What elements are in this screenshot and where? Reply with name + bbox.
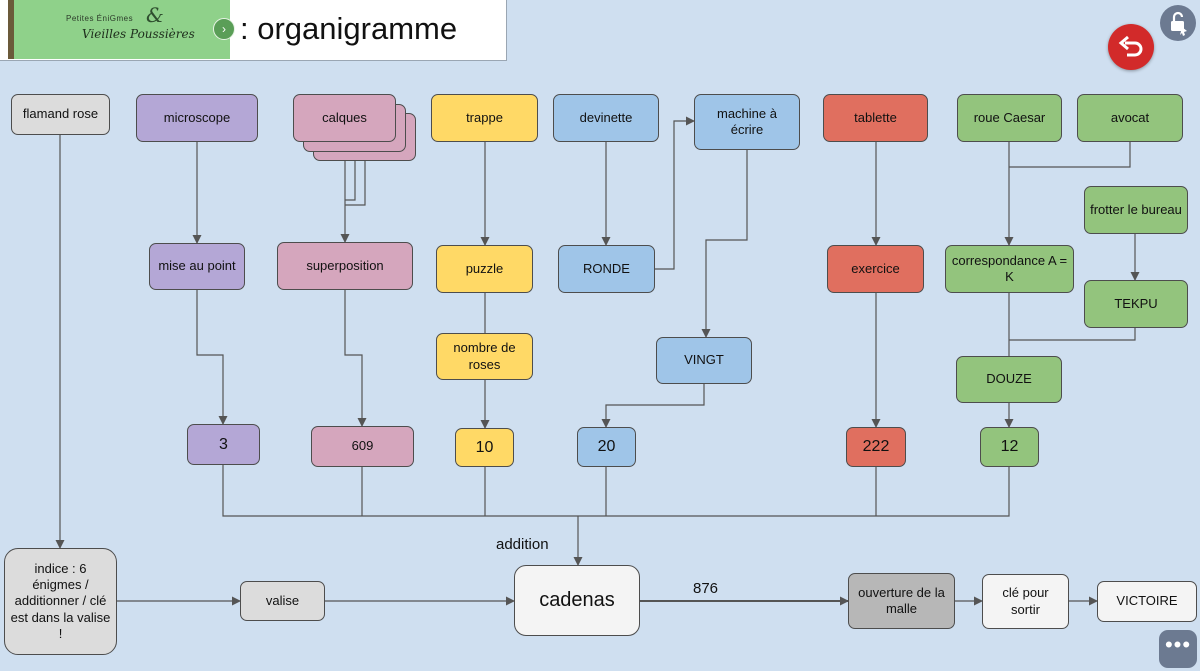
node-machine-a-ecrire[interactable]: machine à écrire xyxy=(694,94,800,150)
node-flamand-rose[interactable]: flamand rose xyxy=(11,94,110,135)
node-value-12[interactable]: 12 xyxy=(980,427,1039,467)
label-addition: addition xyxy=(496,536,549,553)
undo-button[interactable] xyxy=(1108,24,1154,70)
edge-superposition-609 xyxy=(344,289,367,427)
more-options-button[interactable]: ••• xyxy=(1159,630,1197,668)
node-avocat[interactable]: avocat xyxy=(1077,94,1183,142)
node-puzzle[interactable]: puzzle xyxy=(436,245,533,293)
edge-ronde-machine xyxy=(654,116,695,270)
site-logo[interactable]: Petites ÉniGmes & Vieilles Poussières › xyxy=(8,0,235,59)
node-douze[interactable]: DOUZE xyxy=(956,356,1062,403)
node-indice[interactable]: indice : 6 énigmes / additionner / clé e… xyxy=(4,548,117,655)
node-mise-au-point[interactable]: mise au point xyxy=(149,243,245,290)
edge-vingt-20 xyxy=(601,383,705,428)
node-microscope[interactable]: microscope xyxy=(136,94,258,142)
logo-ampersand: & xyxy=(146,3,164,27)
node-correspondance[interactable]: correspondance A = K xyxy=(945,245,1074,293)
node-calques[interactable]: calques xyxy=(293,94,396,142)
edge-mise-3 xyxy=(196,289,228,425)
node-cadenas[interactable]: cadenas xyxy=(514,565,640,636)
node-valise[interactable]: valise xyxy=(240,581,325,621)
node-frotter-le-bureau[interactable]: frotter le bureau xyxy=(1084,186,1188,234)
edge-sum-bus xyxy=(222,465,1010,517)
node-ouverture-de-la-malle[interactable]: ouverture de la malle xyxy=(848,573,955,629)
edge-machine-vingt xyxy=(701,149,748,338)
node-value-3[interactable]: 3 xyxy=(187,424,260,465)
node-value-222[interactable]: 222 xyxy=(846,427,906,467)
node-superposition[interactable]: superposition xyxy=(277,242,413,290)
label-code-876: 876 xyxy=(693,580,719,597)
unlock-icon xyxy=(1171,11,1187,36)
node-value-20[interactable]: 20 xyxy=(577,427,636,467)
node-trappe[interactable]: trappe xyxy=(431,94,538,142)
header-bar: Petites ÉniGmes & Vieilles Poussières › … xyxy=(0,0,507,61)
node-exercice[interactable]: exercice xyxy=(827,245,924,293)
node-value-10[interactable]: 10 xyxy=(455,428,514,467)
node-roue-caesar[interactable]: roue Caesar xyxy=(957,94,1062,142)
node-vingt[interactable]: VINGT xyxy=(656,337,752,384)
node-cle-pour-sortir[interactable]: clé pour sortir xyxy=(982,574,1069,629)
edge-calques-stack3 xyxy=(345,159,366,206)
node-value-609[interactable]: 609 xyxy=(311,426,414,467)
unlock-button[interactable] xyxy=(1160,5,1196,41)
node-victoire[interactable]: VICTOIRE xyxy=(1097,581,1197,622)
undo-arrow-icon xyxy=(1118,35,1143,57)
edge-avocat-correspondance xyxy=(1009,141,1131,168)
chevron-right-icon[interactable]: › xyxy=(213,18,235,40)
edge-tekpu-join xyxy=(1009,327,1136,341)
node-ronde[interactable]: RONDE xyxy=(558,245,655,293)
node-devinette[interactable]: devinette xyxy=(553,94,659,142)
edge-calques-stack2 xyxy=(345,150,356,201)
page-title: : organigramme xyxy=(240,11,458,46)
node-tekpu[interactable]: TEKPU xyxy=(1084,280,1188,328)
node-nombre-de-roses[interactable]: nombre de roses xyxy=(436,333,533,380)
node-tablette[interactable]: tablette xyxy=(823,94,928,142)
logo-line2: Vieilles Poussières xyxy=(82,27,195,41)
logo-line1: Petites ÉniGmes xyxy=(66,14,134,23)
